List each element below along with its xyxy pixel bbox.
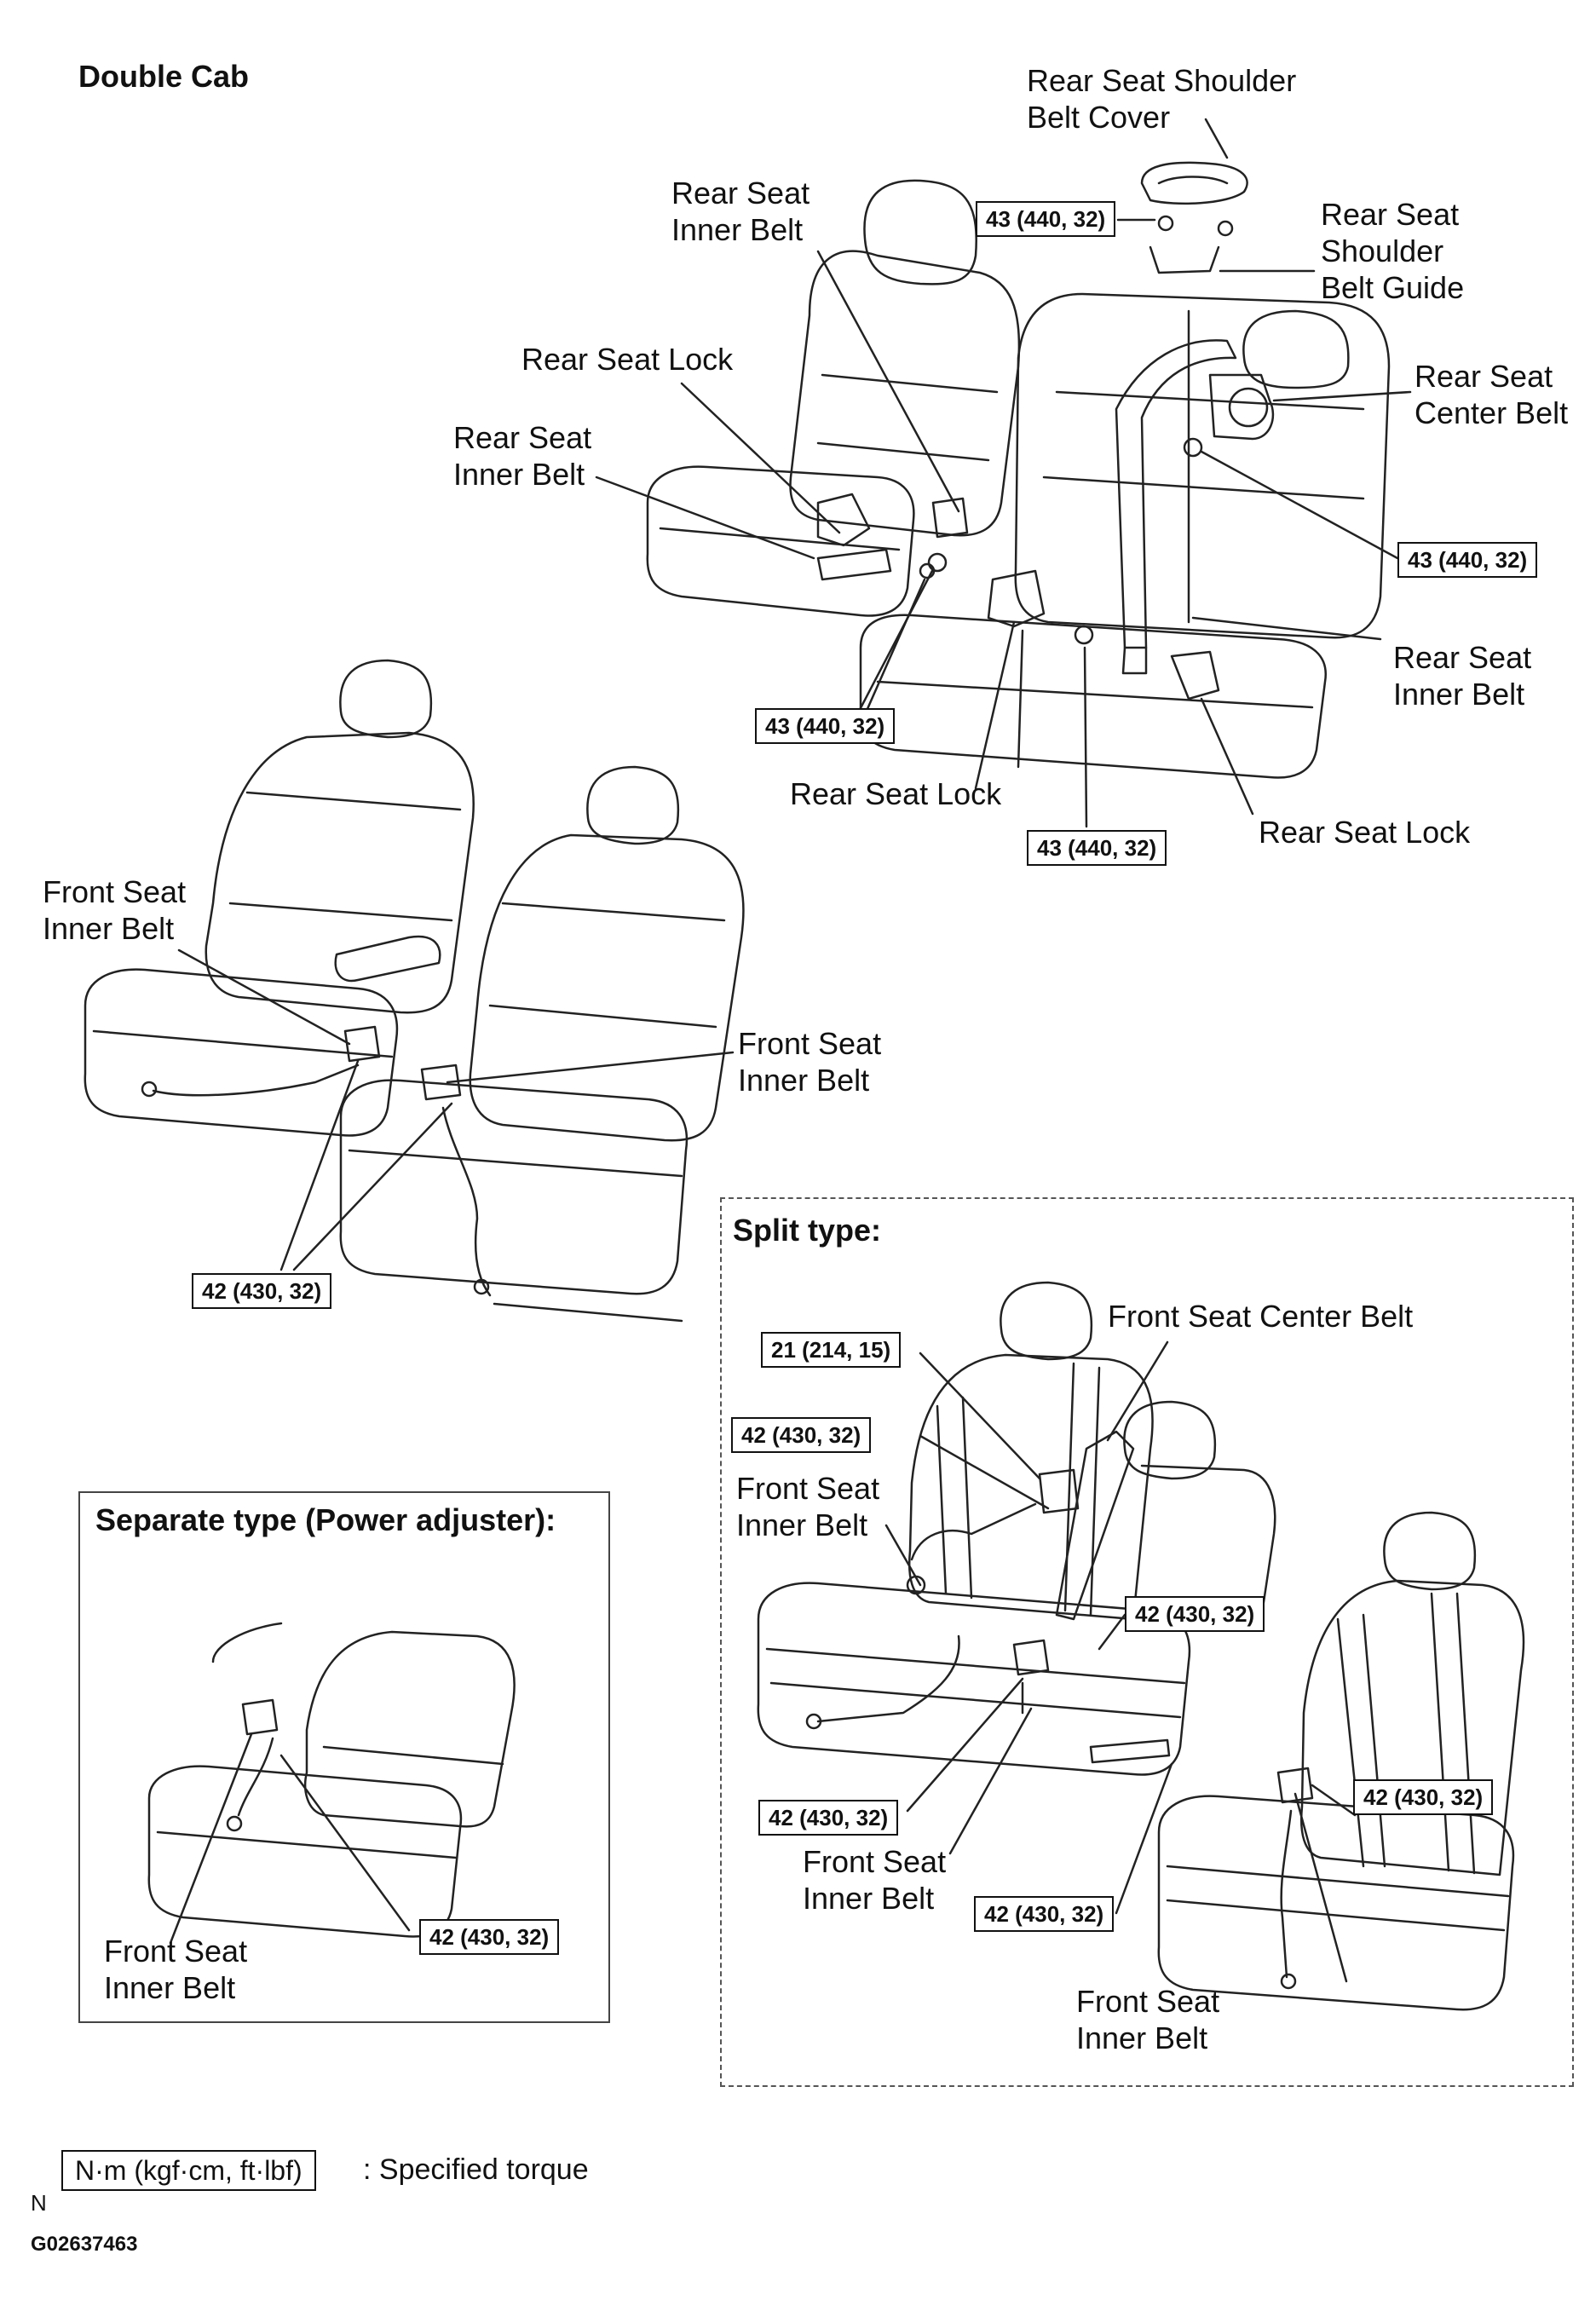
label-rear-seat-lock-mid: Rear Seat Lock	[790, 776, 1002, 811]
label-rear-shoulder-belt-guide: Rear Seat Shoulder Belt Guide	[1321, 197, 1465, 305]
label-rear-inner-belt-right: Rear Seat Inner Belt	[1393, 640, 1532, 712]
torque-shoulder-guide: 43 (440, 32)	[976, 201, 1116, 237]
label-rear-center-belt: Rear Seat Center Belt	[1415, 359, 1569, 430]
label-rear-inner-belt-left: Rear Seat Inner Belt	[453, 420, 592, 492]
legend-n-marker: N	[31, 2190, 47, 2216]
split-front-inner-belt-b: Front Seat Inner Belt	[803, 1844, 947, 1916]
torque-front-seats: 42 (430, 32)	[192, 1273, 332, 1309]
separate-type-title: Separate type (Power adjuster):	[95, 1502, 556, 1537]
torque-rear-left: 43 (440, 32)	[755, 708, 896, 744]
separate-torque: 42 (430, 32)	[419, 1919, 560, 1955]
label-rear-shoulder-belt-cover: Rear Seat Shoulder Belt Cover	[1027, 63, 1297, 135]
label-rear-seat-lock-right: Rear Seat Lock	[1259, 815, 1471, 850]
split-torque-5: 42 (430, 32)	[1353, 1779, 1494, 1815]
split-torque-1: 21 (214, 15)	[761, 1332, 902, 1368]
split-torque-4: 42 (430, 32)	[758, 1800, 899, 1836]
label-front-inner-belt-mid: Front Seat Inner Belt	[738, 1026, 882, 1098]
split-front-inner-belt-a: Front Seat Inner Belt	[736, 1471, 880, 1542]
label-rear-seat-lock-top: Rear Seat Lock	[521, 342, 734, 377]
split-type-panel	[720, 1197, 1574, 2087]
figure-id: G02637463	[31, 2233, 138, 2256]
split-seat-drawing	[757, 1281, 1525, 2011]
separate-type-panel	[78, 1491, 610, 2023]
label-rear-inner-belt-top: Rear Seat Inner Belt	[671, 176, 810, 247]
separate-seat-drawing	[147, 1622, 516, 1945]
diagram-title: Double Cab	[78, 59, 250, 94]
torque-rear-mid: 43 (440, 32)	[1027, 830, 1167, 866]
split-torque-6: 42 (430, 32)	[974, 1896, 1115, 1932]
torque-unit-box: N·m (kgf·cm, ft·lbf)	[61, 2150, 316, 2191]
front-seats-drawing	[84, 659, 745, 1323]
split-type-title: Split type:	[733, 1213, 882, 1248]
split-front-center-belt-label: Front Seat Center Belt	[1108, 1299, 1414, 1334]
label-front-inner-belt-left: Front Seat Inner Belt	[43, 874, 187, 946]
torque-center-belt: 43 (440, 32)	[1397, 542, 1538, 578]
split-torque-2: 42 (430, 32)	[731, 1417, 872, 1453]
separate-front-inner-belt-label: Front Seat Inner Belt	[104, 1934, 248, 2005]
rear-seat-drawing	[595, 118, 1412, 828]
split-front-inner-belt-c: Front Seat Inner Belt	[1076, 1984, 1220, 2055]
split-torque-3: 42 (430, 32)	[1125, 1596, 1265, 1632]
torque-legend-text: : Specified torque	[363, 2153, 589, 2186]
